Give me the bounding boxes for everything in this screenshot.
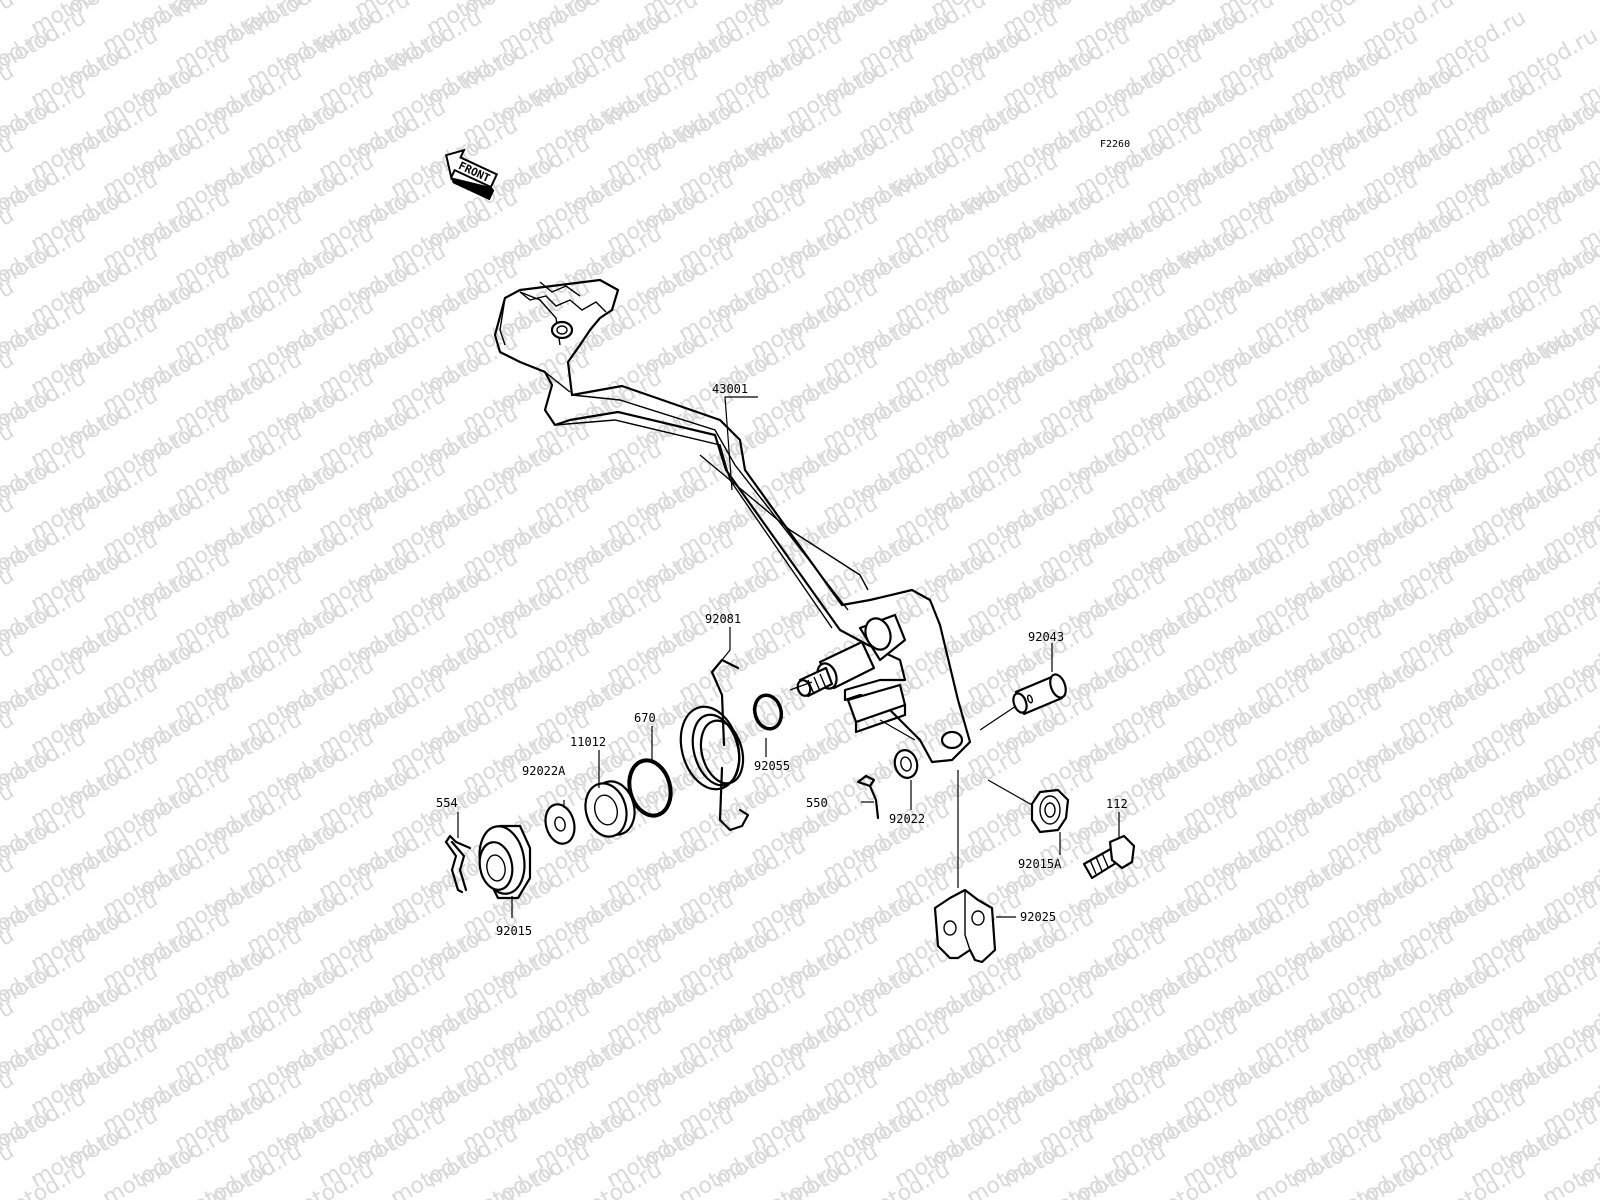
label-92015: 92015 xyxy=(496,924,532,938)
o-ring-pivot-part[interactable] xyxy=(751,692,785,732)
washer-part[interactable] xyxy=(892,748,920,781)
label-550: 550 xyxy=(806,796,828,810)
figure-code: F2260 xyxy=(1100,139,1130,150)
cotter-pin-part[interactable] xyxy=(856,774,880,820)
return-spring-part[interactable] xyxy=(672,658,750,832)
leader-lines xyxy=(457,396,1120,918)
label-92015a: 92015A xyxy=(1018,857,1062,871)
label-112: 112 xyxy=(1106,797,1128,811)
part-labels: 43001 92081 92055 670 11012 92022A 554 9… xyxy=(436,382,1128,938)
brake-pedal-part[interactable] xyxy=(493,278,972,764)
washer-a-part[interactable] xyxy=(541,801,578,847)
label-92043: 92043 xyxy=(1028,630,1064,644)
clip-part[interactable] xyxy=(444,834,472,894)
bolt-part[interactable] xyxy=(1082,834,1136,880)
label-554: 554 xyxy=(436,796,458,810)
label-11012: 11012 xyxy=(570,735,606,749)
joint-part[interactable] xyxy=(933,888,997,964)
label-43001: 43001 xyxy=(712,382,748,396)
nut-a-part[interactable] xyxy=(1030,788,1070,834)
o-ring-part[interactable] xyxy=(623,756,676,820)
front-arrow-icon: FRONT xyxy=(444,148,499,201)
label-92022a: 92022A xyxy=(522,764,566,778)
label-92081: 92081 xyxy=(705,612,741,626)
label-92055: 92055 xyxy=(754,759,790,773)
label-670: 670 xyxy=(634,711,656,725)
label-92025: 92025 xyxy=(1020,910,1056,924)
nut-part[interactable] xyxy=(474,823,532,900)
label-92022: 92022 xyxy=(889,812,925,826)
pin-part[interactable] xyxy=(1011,672,1069,716)
seal-part[interactable] xyxy=(580,777,641,842)
